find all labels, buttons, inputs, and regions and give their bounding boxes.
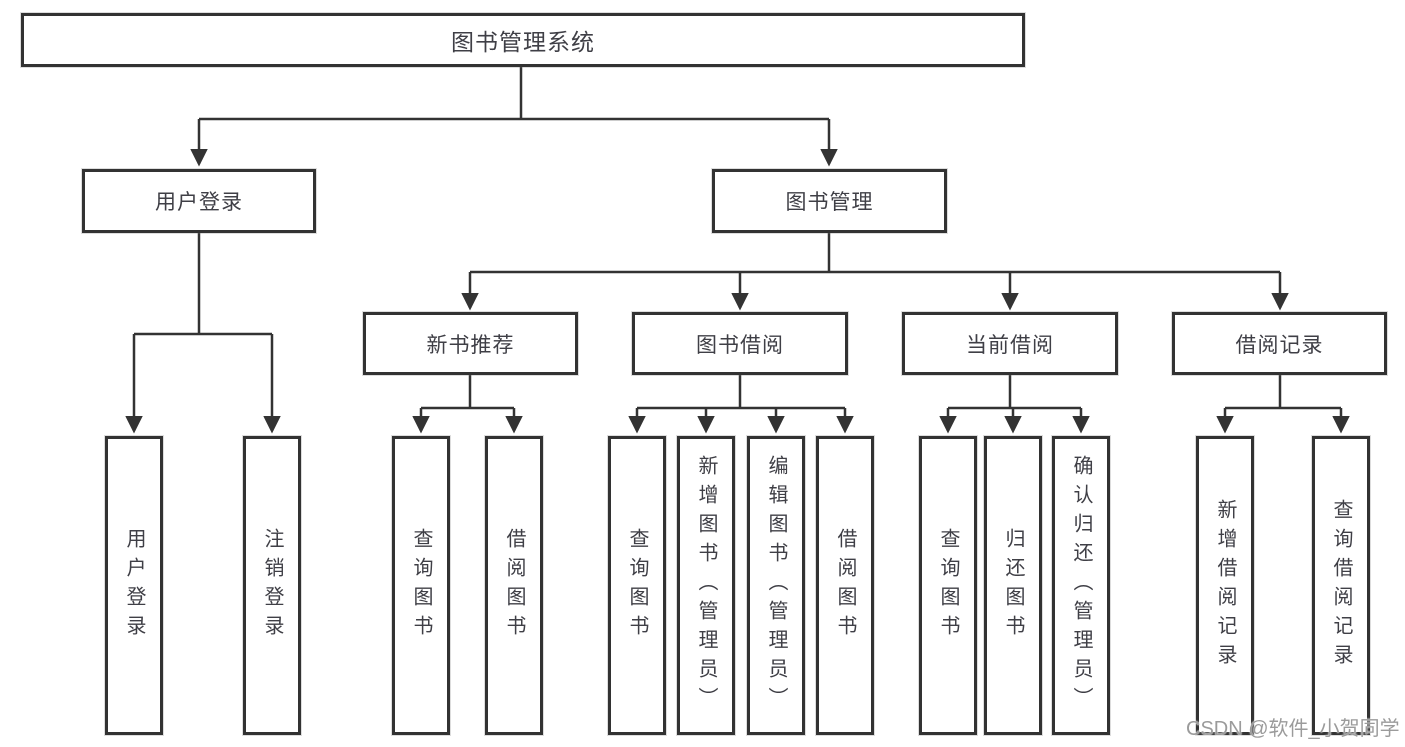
leaf-user-login: 用户登录 xyxy=(105,436,163,735)
node-user-login: 用户登录 xyxy=(82,169,316,233)
node-label: 借阅图书 xyxy=(503,527,525,644)
node-label: 用户登录 xyxy=(155,191,243,214)
node-label: 新增借阅记录 xyxy=(1214,498,1236,673)
node-label: 归还图书 xyxy=(1002,527,1024,644)
node-label: 新增图书（管理员） xyxy=(695,455,717,716)
leaf-add-book-admin: 新增图书（管理员） xyxy=(677,436,735,735)
leaf-confirm-return-admin: 确认归还（管理员） xyxy=(1052,436,1110,735)
node-label: 编辑图书（管理员） xyxy=(765,455,787,716)
leaf-logout: 注销登录 xyxy=(243,436,301,735)
leaf-borrow-books: 借阅图书 xyxy=(816,436,874,735)
node-label: 借阅图书 xyxy=(834,527,856,644)
csdn-watermark: CSDN @软件_小贺同学 xyxy=(1186,718,1400,740)
leaf-borrow-books-recommend: 借阅图书 xyxy=(485,436,543,735)
node-label: 图书管理系统 xyxy=(451,29,595,55)
node-label: 当前借阅 xyxy=(966,333,1054,357)
leaf-query-books-recommend: 查询图书 xyxy=(392,436,450,735)
node-label: 新书推荐 xyxy=(426,333,515,357)
node-book-borrowing: 图书借阅 xyxy=(632,312,848,375)
node-borrowing-records: 借阅记录 xyxy=(1172,312,1387,375)
node-label: 查询图书 xyxy=(937,527,959,644)
node-label: 图书借阅 xyxy=(696,333,784,357)
node-label: 借阅记录 xyxy=(1235,333,1324,357)
node-book-management: 图书管理 xyxy=(712,169,947,233)
leaf-return-book: 归还图书 xyxy=(984,436,1042,735)
leaf-query-borrow-record: 查询借阅记录 xyxy=(1312,436,1370,735)
node-new-book-recommendation: 新书推荐 xyxy=(363,312,578,375)
node-label: 查询图书 xyxy=(410,527,432,644)
node-current-borrowing: 当前借阅 xyxy=(902,312,1118,375)
leaf-query-books-current: 查询图书 xyxy=(919,436,977,735)
node-label: 用户登录 xyxy=(123,527,145,644)
node-library-management-system: 图书管理系统 xyxy=(21,13,1025,67)
leaf-query-books-borrow: 查询图书 xyxy=(608,436,666,735)
node-label: 图书管理 xyxy=(785,191,874,214)
node-label: 确认归还（管理员） xyxy=(1070,455,1092,716)
node-label: 查询图书 xyxy=(626,527,648,644)
node-label: 查询借阅记录 xyxy=(1330,498,1352,673)
leaf-add-borrow-record: 新增借阅记录 xyxy=(1196,436,1254,735)
node-label: 注销登录 xyxy=(261,527,283,644)
leaf-edit-book-admin: 编辑图书（管理员） xyxy=(747,436,805,735)
